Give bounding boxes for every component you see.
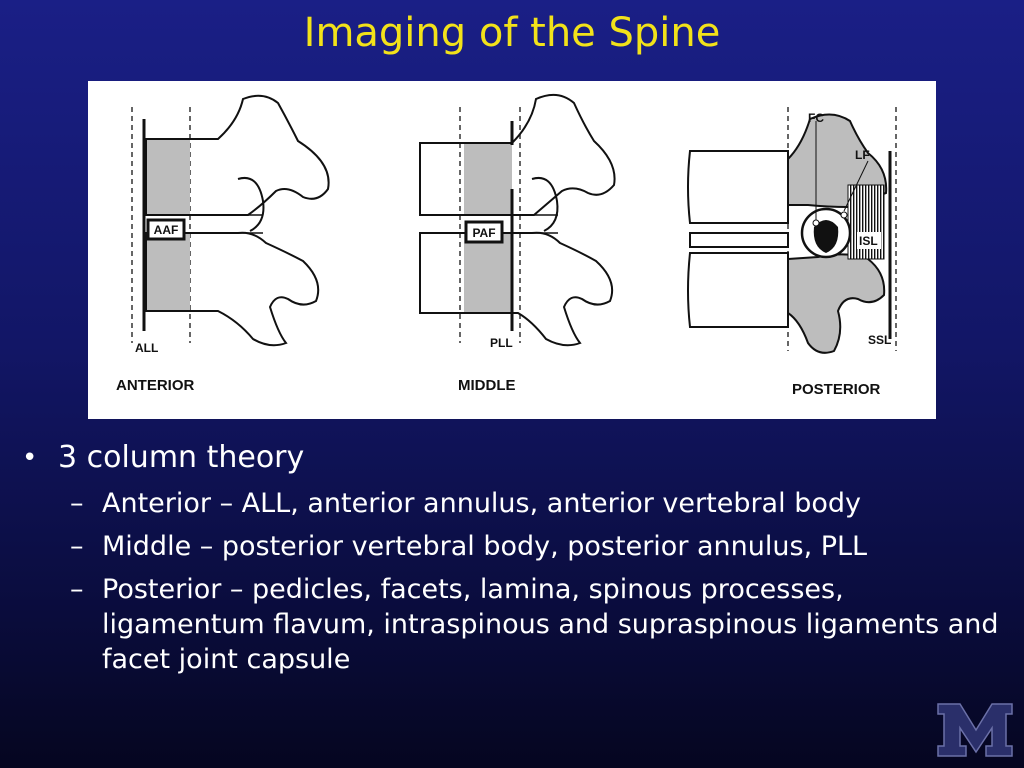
- sub-bullet-text: Posterior – pedicles, facets, lamina, sp…: [102, 574, 999, 675]
- bullet-dot-icon: •: [22, 443, 38, 473]
- dash-icon: –: [70, 531, 84, 562]
- label-lf: LF: [855, 148, 870, 162]
- label-fc: FC: [808, 111, 824, 125]
- label-posterior: POSTERIOR: [792, 381, 881, 398]
- label-isl: ISL: [859, 234, 878, 248]
- slide-title: Imaging of the Spine: [303, 10, 721, 56]
- label-middle: MIDDLE: [458, 377, 516, 394]
- middle-diagram: PAF PLL MIDDLE: [419, 93, 616, 394]
- anterior-diagram: AAF ALL ANTERIOR: [116, 94, 330, 394]
- bullet-main: • 3 column theory: [22, 438, 1012, 478]
- university-m-logo: [936, 700, 1016, 764]
- sub-bullet-text: Anterior – ALL, anterior annulus, anteri…: [102, 488, 861, 519]
- posterior-diagram: FC LF ISL SSL POSTERIOR: [687, 107, 897, 398]
- bullet-main-text: 3 column theory: [58, 440, 305, 475]
- label-paf: PAF: [472, 226, 495, 240]
- dash-icon: –: [70, 488, 84, 519]
- sub-bullet-text: Middle – posterior vertebral body, poste…: [102, 531, 868, 562]
- label-anterior: ANTERIOR: [116, 377, 195, 394]
- bullet-list: • 3 column theory – Anterior – ALL, ante…: [22, 438, 1012, 677]
- label-pll: PLL: [490, 336, 513, 350]
- dash-icon: –: [70, 574, 84, 605]
- label-all: ALL: [135, 341, 158, 355]
- label-aaf: AAF: [154, 223, 179, 237]
- sub-bullet-anterior: – Anterior – ALL, anterior annulus, ante…: [22, 486, 1012, 521]
- sub-bullet-posterior: – Posterior – pedicles, facets, lamina, …: [22, 572, 1012, 677]
- label-ssl: SSL: [868, 333, 891, 347]
- spine-columns-figure: AAF ALL ANTERIOR PAF PLL MIDDLE: [88, 81, 936, 419]
- sub-bullet-middle: – Middle – posterior vertebral body, pos…: [22, 529, 1012, 564]
